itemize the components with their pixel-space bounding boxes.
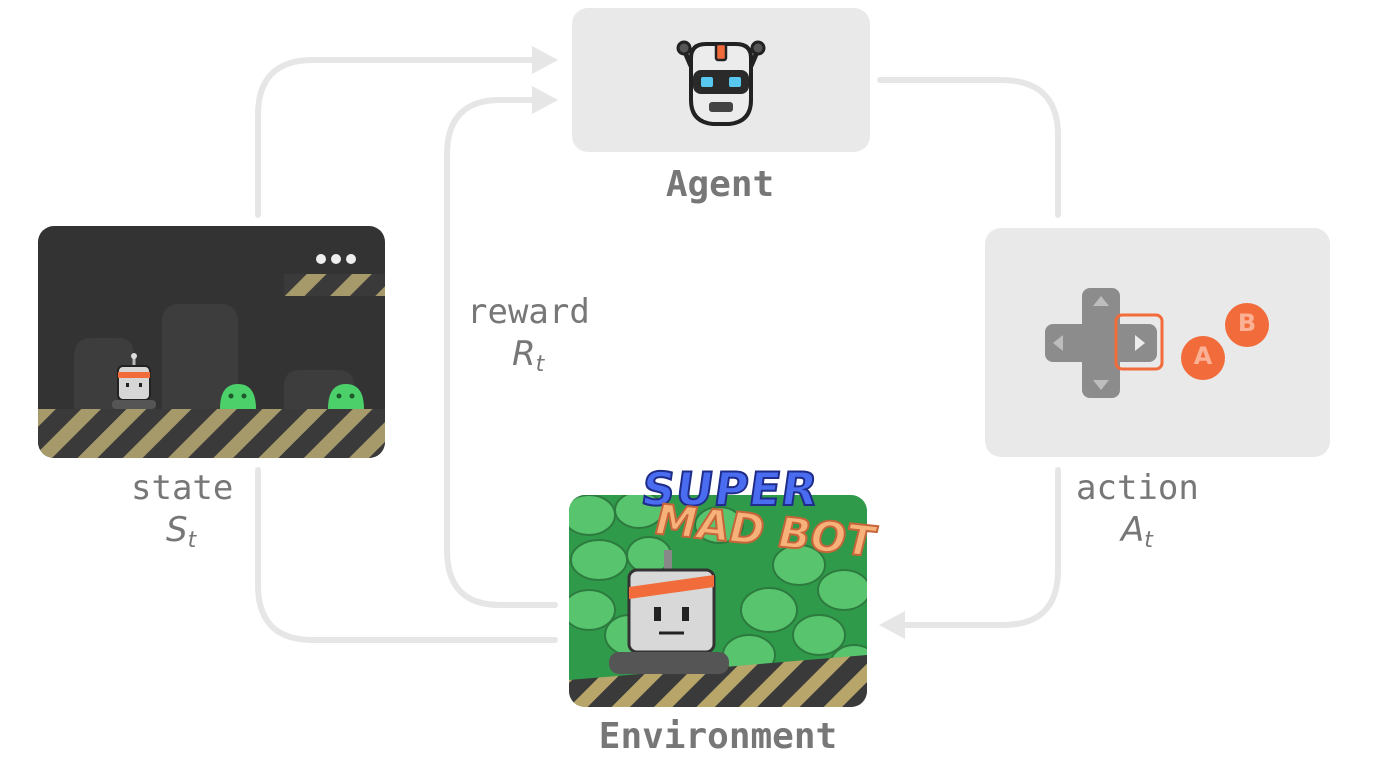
- action-arrow: [892, 467, 1061, 628]
- state-label: state: [131, 468, 234, 508]
- reward-arrow: [444, 97, 558, 608]
- action-symbol: At: [1121, 510, 1153, 553]
- action-label: action: [1076, 468, 1199, 508]
- state-game-screen: [38, 226, 385, 458]
- button-a: A: [1193, 342, 1213, 370]
- arrowhead-state: [532, 46, 558, 74]
- agent-to-action-line: [877, 77, 1061, 218]
- state-symbol: St: [166, 510, 197, 553]
- game-cover-art: [569, 495, 867, 707]
- environment-game-cover: [569, 495, 867, 707]
- reward-symbol: Rt: [512, 334, 545, 377]
- state-arrow: [255, 57, 543, 218]
- agent-label: Agent: [665, 164, 775, 205]
- state-line-bottom: [255, 467, 558, 643]
- button-b: B: [1237, 309, 1257, 337]
- game-scene: [38, 254, 385, 458]
- robot-head-icon: [676, 40, 766, 126]
- environment-label: Environment: [598, 716, 838, 757]
- gamepad-icon: [1045, 288, 1269, 398]
- reward-label: reward: [467, 292, 590, 332]
- arrowhead-action: [879, 611, 905, 639]
- action-controller-box: A B: [985, 228, 1330, 457]
- arrowhead-reward: [532, 86, 558, 114]
- agent-box: [572, 8, 870, 152]
